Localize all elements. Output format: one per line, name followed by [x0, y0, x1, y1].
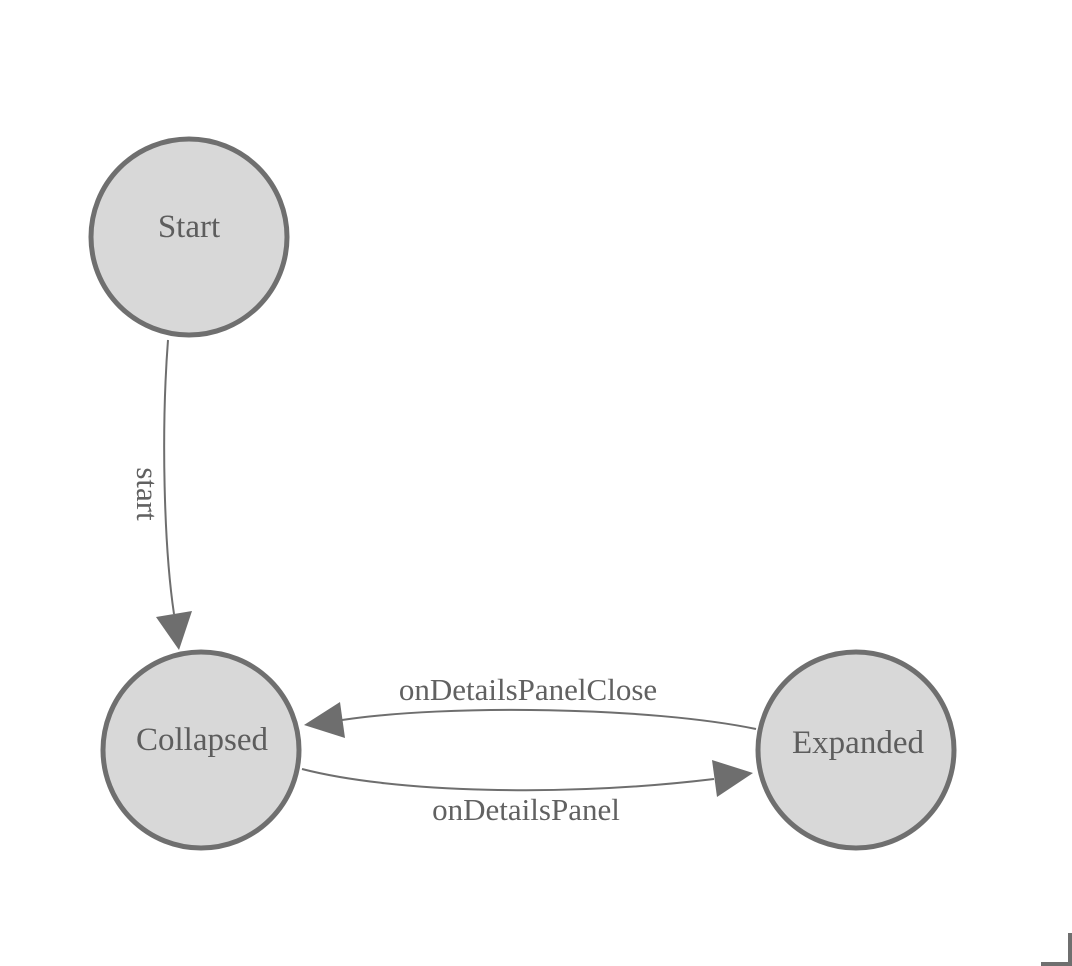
transition-label-on-details-panel-close: onDetailsPanelClose	[399, 672, 657, 707]
state-label-expanded: Expanded	[792, 725, 924, 761]
state-label-collapsed: Collapsed	[136, 722, 268, 758]
corner-mark-horizontal	[1041, 962, 1072, 966]
state-circle-collapsed[interactable]	[100, 649, 302, 851]
transition-on-details-panel: onDetailsPanel	[301, 760, 753, 827]
arrowhead-icon	[712, 760, 753, 797]
arrowhead-icon	[304, 702, 345, 738]
transition-start: start	[130, 339, 192, 650]
transition-on-details-panel-close: onDetailsPanelClose	[304, 672, 757, 738]
state-node-expanded[interactable]: Expanded	[755, 649, 957, 851]
state-circle-start[interactable]	[88, 136, 290, 338]
state-node-start[interactable]: Start	[88, 136, 290, 338]
state-circle-expanded[interactable]	[755, 649, 957, 851]
state-label-start: Start	[158, 209, 220, 245]
transition-label-start: start	[130, 467, 165, 521]
arrowhead-icon	[156, 611, 192, 650]
edge-line-start-to-collapsed	[163, 339, 175, 615]
transition-label-on-details-panel: onDetailsPanel	[432, 792, 620, 827]
state-node-collapsed[interactable]: Collapsed	[100, 649, 302, 851]
edge-line-expanded-to-collapsed	[341, 708, 757, 730]
viewport-corner-mark	[1041, 933, 1072, 966]
corner-mark-vertical	[1068, 933, 1072, 966]
edge-line-collapsed-to-expanded	[301, 768, 715, 792]
